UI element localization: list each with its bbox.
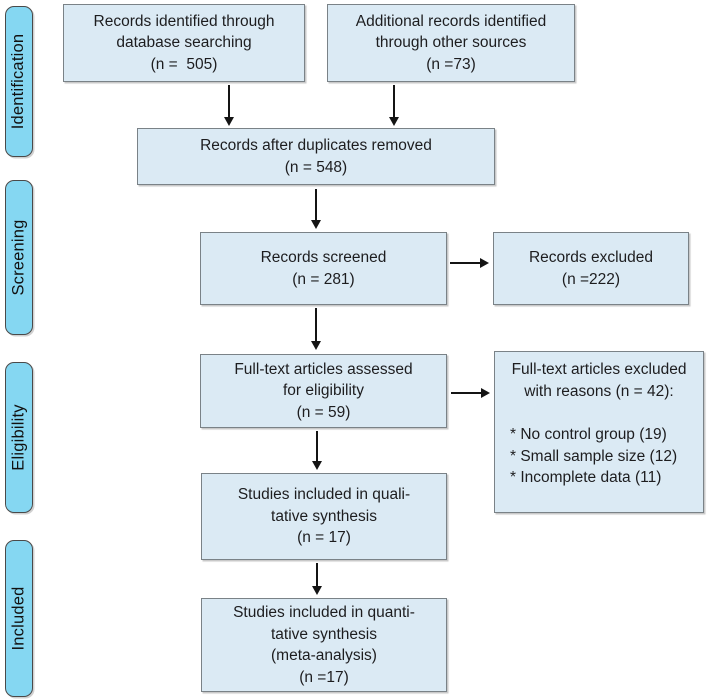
box-text: Additional records identified through ot… (355, 12, 547, 73)
arrow-additional-to-duplicates (389, 85, 399, 126)
box-text: Studies included in quanti- tative synth… (233, 604, 415, 686)
box-fulltext-assessed: Full-text articles assessed for eligibil… (200, 354, 447, 428)
box-additional-records-other-sources: Additional records identified through ot… (327, 4, 575, 82)
box-text: Studies included in quali- tative synthe… (237, 486, 411, 547)
stage-label-text: Screening (9, 219, 28, 296)
box-fulltext-excluded-with-reasons: Full-text articles excluded with reasons… (494, 351, 704, 513)
stage-label-identification: Identification (5, 6, 33, 157)
box-qualitative-synthesis: Studies included in quali- tative synthe… (201, 473, 447, 560)
stage-label-text: Included (9, 586, 28, 651)
box-text: Records after duplicates removed (n = 54… (200, 137, 432, 176)
arrow-duplicates-to-screened (311, 189, 321, 229)
arrow-screened-to-excluded (450, 258, 489, 268)
box-records-identified-database: Records identified through database sear… (63, 4, 305, 82)
stage-label-text: Eligibility (9, 404, 28, 471)
box-quantitative-synthesis: Studies included in quanti- tative synth… (201, 598, 447, 692)
box-text: Records excluded (n =222) (528, 249, 654, 288)
stage-label-screening: Screening (5, 180, 33, 335)
arrow-identified-to-duplicates (224, 85, 234, 126)
box-text: Records identified through database sear… (93, 12, 275, 73)
arrow-screened-to-fulltext (311, 308, 321, 350)
arrow-fulltext-to-qualitative (312, 431, 322, 470)
box-records-excluded: Records excluded (n =222) (493, 232, 689, 305)
box-text: Records screened (n = 281) (260, 249, 387, 288)
stage-label-eligibility: Eligibility (5, 362, 33, 513)
arrow-qualitative-to-quantitative (312, 563, 322, 595)
box-records-after-duplicates-removed: Records after duplicates removed (n = 54… (137, 128, 495, 185)
box-text: Full-text articles assessed for eligibil… (234, 360, 413, 421)
arrow-fulltext-to-excluded-reasons (451, 388, 490, 398)
stage-label-text: Identification (9, 33, 28, 130)
box-records-screened: Records screened (n = 281) (200, 232, 447, 305)
box-title: Full-text articles excluded with reasons… (511, 361, 687, 400)
stage-label-included: Included (5, 540, 33, 697)
box-reasons-list: * No control group (19) * Small sample s… (510, 426, 678, 486)
